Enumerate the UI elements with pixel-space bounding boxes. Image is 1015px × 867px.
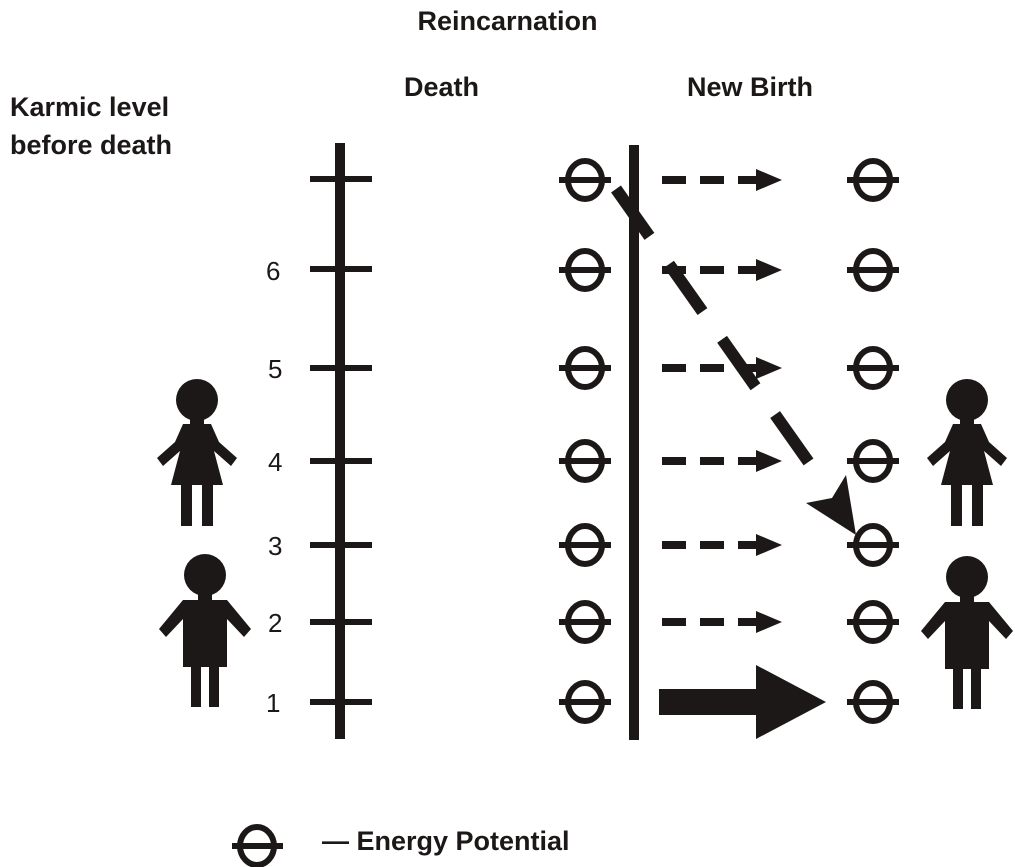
female-figure-icon xyxy=(157,379,237,526)
energy-potential-symbol xyxy=(559,248,611,292)
karmic-header-line-1: Karmic level xyxy=(10,92,170,122)
dashed-transfer-arrows xyxy=(662,169,782,633)
death-scale: 1 2 3 4 5 6 xyxy=(266,143,372,739)
energy-potential-symbol xyxy=(559,680,611,724)
scale-label-6: 6 xyxy=(266,256,280,286)
energy-potential-symbol xyxy=(847,680,899,724)
diagonal-drop-arrow-head xyxy=(806,475,856,535)
scale-label-3: 3 xyxy=(268,531,282,561)
male-figure-icon xyxy=(159,554,251,707)
dashed-arrow xyxy=(662,534,782,556)
legend-symbol-energy-potential xyxy=(232,824,283,867)
energy-potential-column-death xyxy=(559,158,611,724)
legend-label: — Energy Potential xyxy=(322,826,570,856)
karmic-header-line-2: before death xyxy=(10,130,173,160)
energy-potential-symbol xyxy=(559,439,611,483)
scale-label-1: 1 xyxy=(266,688,280,718)
dashed-arrow xyxy=(662,169,782,191)
energy-potential-symbol xyxy=(559,523,611,567)
energy-potential-symbol xyxy=(559,158,611,202)
energy-potential-symbol xyxy=(847,523,899,567)
karmic-level-header: Karmic level before death xyxy=(10,88,172,164)
energy-potential-symbol xyxy=(847,346,899,390)
scale-label-5: 5 xyxy=(268,354,282,384)
diagonal-drop-arrow-line xyxy=(611,185,815,468)
diagram-title: Reincarnation xyxy=(417,6,598,36)
female-figure-icon xyxy=(927,379,1007,526)
energy-potential-symbol xyxy=(559,346,611,390)
dashed-arrow xyxy=(662,357,782,379)
energy-potential-symbol xyxy=(847,158,899,202)
scale-label-4: 4 xyxy=(268,447,282,477)
dashed-arrow xyxy=(662,450,782,472)
energy-potential-symbol xyxy=(847,600,899,644)
death-header: Death xyxy=(404,72,480,102)
male-figure-icon xyxy=(921,556,1013,709)
dashed-arrow xyxy=(662,611,782,633)
scale-label-2: 2 xyxy=(268,608,282,638)
energy-potential-symbol xyxy=(847,248,899,292)
energy-potential-symbol xyxy=(847,439,899,483)
solid-transfer-arrow xyxy=(659,665,826,739)
energy-potential-symbol xyxy=(559,600,611,644)
new-birth-header: New Birth xyxy=(687,72,814,102)
energy-potential-column-birth xyxy=(847,158,899,724)
